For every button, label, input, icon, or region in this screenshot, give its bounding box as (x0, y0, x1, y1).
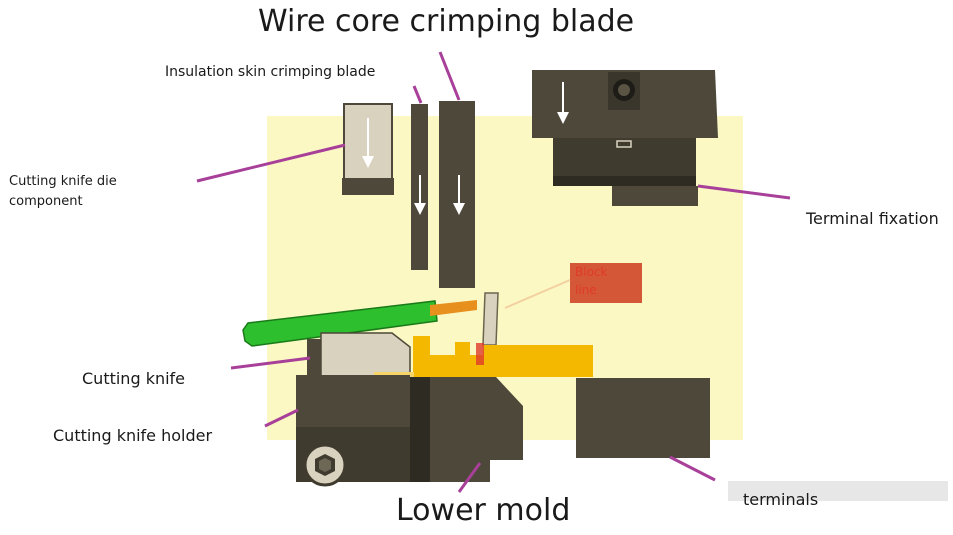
label-terminal-fixation: Terminal fixation (806, 209, 939, 228)
label-cutting-knife-holder: Cutting knife holder (53, 426, 213, 445)
cutting-knife (307, 332, 411, 378)
orange-wire-core (430, 300, 477, 316)
label-insulation-skin-crimping-blade: Insulation skin crimping blade (165, 64, 376, 80)
block-line-box (570, 263, 642, 303)
insulation-skin-crimping-blade (411, 104, 428, 270)
label-terminals: terminals (743, 490, 819, 509)
wire-core-crimping-blade (439, 101, 475, 288)
label-cutting-knife-die-component: Cutting knife die component (9, 174, 117, 209)
leader-lines (196, 51, 791, 493)
block-line-leader (504, 279, 571, 309)
green-wire (242, 300, 438, 347)
terminal-fixation-block (532, 70, 718, 206)
label-cutting-knife: Cutting knife (82, 369, 186, 388)
label-wire-core-crimping-blade: Wire core crimping blade (258, 4, 635, 39)
label-block-line: Block line (575, 265, 608, 297)
terminals-block (576, 378, 710, 458)
label-lower-mold: Lower mold (396, 493, 571, 528)
lower-mold (410, 377, 523, 482)
terminal (374, 292, 593, 377)
cutting-knife-holder (296, 375, 410, 487)
cutting-knife-die-component (342, 103, 394, 195)
blurred-artifact (728, 481, 948, 501)
